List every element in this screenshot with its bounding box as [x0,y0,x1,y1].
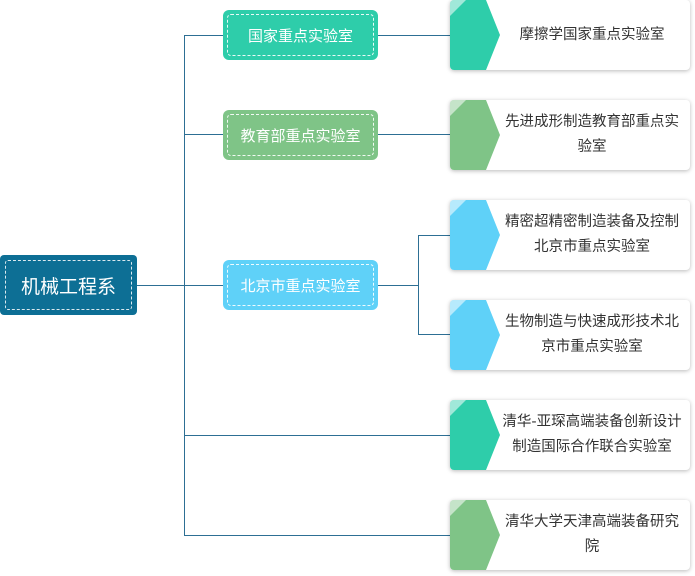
link-beijing-split [378,285,418,286]
lab-node-tsinghua-aachen: 清华-亚琛高端装备创新设计制造国际合作联合实验室 [450,400,690,470]
branch-national [184,35,223,36]
link-beijing-lab-1 [418,235,450,236]
lab-arrow-icon [486,300,500,370]
lab-fold-icon [450,100,466,116]
lab-node-tribology: 摩擦学国家重点实验室 [450,0,690,70]
category-node-national: 国家重点实验室 [223,10,378,60]
lab-node-biomanufacturing: 生物制造与快速成形技术北京市重点实验室 [450,300,690,370]
branch-intl [184,435,450,436]
lab-fold-icon [450,0,466,16]
root-connector [137,285,185,286]
link-national-lab [378,35,450,36]
lab-label: 先进成形制造教育部重点实验室 [505,114,679,155]
lab-arrow-icon [486,100,500,170]
branch-ministry [184,134,223,135]
lab-arrow-icon [486,500,500,570]
category-label: 北京市重点实验室 [227,264,374,306]
category-node-beijing: 北京市重点实验室 [223,260,378,310]
lab-label: 清华大学天津高端装备研究院 [505,514,679,555]
category-label: 教育部重点实验室 [227,114,374,156]
lab-fold-icon [450,200,466,216]
lab-arrow-icon [486,400,500,470]
lab-label: 清华-亚琛高端装备创新设计制造国际合作联合实验室 [502,414,682,455]
lab-node-advanced-forming: 先进成形制造教育部重点实验室 [450,100,690,170]
lab-label: 生物制造与快速成形技术北京市重点实验室 [505,314,679,355]
lab-node-tianjin-institute: 清华大学天津高端装备研究院 [450,500,690,570]
lab-label: 摩擦学国家重点实验室 [519,26,665,43]
lab-node-precision: 精密超精密制造装备及控制北京市重点实验室 [450,200,690,270]
root-label: 机械工程系 [5,260,132,310]
beijing-split-line [418,235,419,335]
link-ministry-lab [378,134,450,135]
category-node-ministry: 教育部重点实验室 [223,110,378,160]
lab-arrow-icon [486,0,500,70]
lab-arrow-icon [486,200,500,270]
category-label: 国家重点实验室 [227,14,374,56]
link-beijing-lab-2 [418,334,450,335]
branch-tianjin [184,535,450,536]
lab-fold-icon [450,500,466,516]
branch-beijing [184,285,223,286]
root-node: 机械工程系 [0,255,137,315]
lab-label: 精密超精密制造装备及控制北京市重点实验室 [505,214,679,255]
lab-fold-icon [450,300,466,316]
lab-fold-icon [450,400,466,416]
